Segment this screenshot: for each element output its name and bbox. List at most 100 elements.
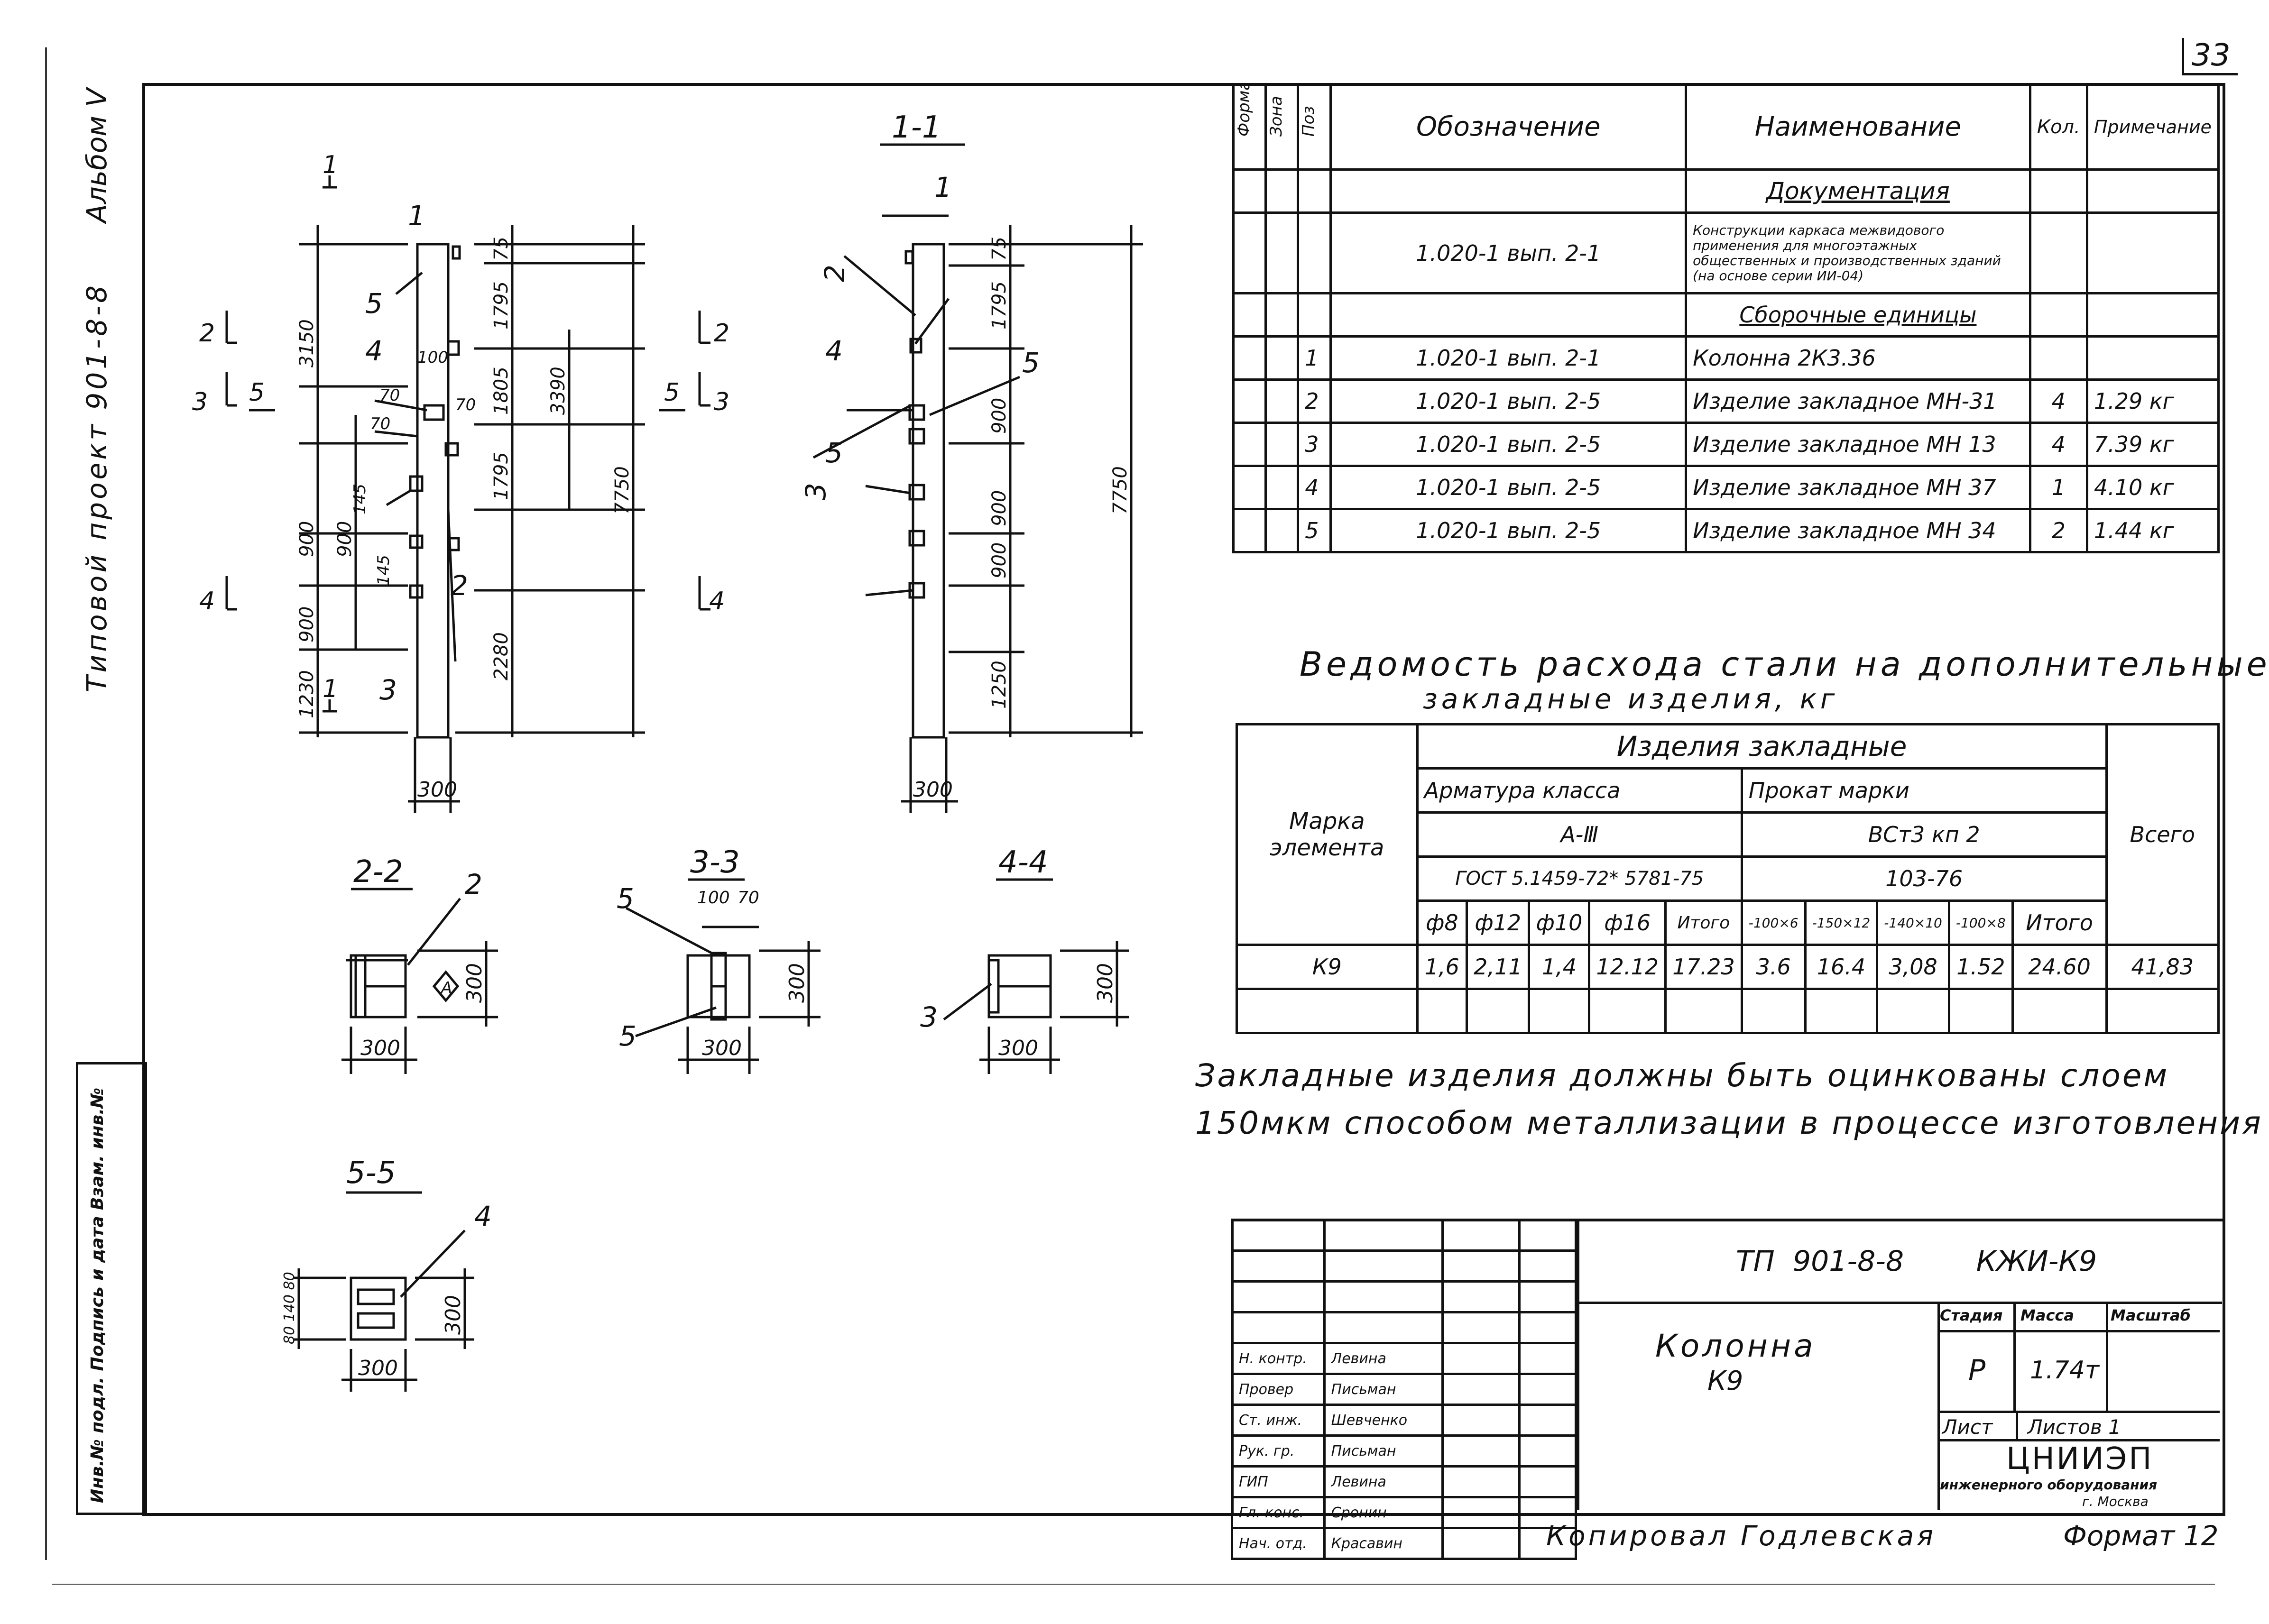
section-3-3-body xyxy=(686,954,751,1018)
cut-label: 2 xyxy=(199,319,215,348)
dim-text: 75 xyxy=(490,237,512,261)
section-assembly-units: Сборочные единицы xyxy=(1685,292,2031,338)
dim-text: 7750 xyxy=(611,466,633,514)
dim-text: 900 xyxy=(334,521,356,557)
stamp-title-cell xyxy=(1577,1302,1940,1510)
dim-text: 3150 xyxy=(296,319,318,367)
callout: 3 xyxy=(800,483,832,500)
side-stamp: Инв.№ подл. Подпись и дата Взам. инв.№ xyxy=(88,1087,107,1503)
section-5-5-body xyxy=(350,1276,407,1341)
stamp-code-cell xyxy=(1577,1219,2222,1304)
cut-label: 3 xyxy=(192,388,208,416)
steel-consumption-table: Марка элемента Изделия закладные Всего А… xyxy=(1236,723,2220,1034)
stamp-subtitle: К9 xyxy=(1707,1366,1743,1396)
table-row: 4 1.020-1 вып. 2-5 Изделие закладное МН … xyxy=(1232,465,2220,510)
page-number: 33 xyxy=(2182,38,2238,75)
header-qty: Кол. xyxy=(2029,83,2088,171)
dim-text: 2280 xyxy=(490,632,512,680)
header-rolled-gost: 103-76 xyxy=(1740,855,2108,902)
header-zone: Зона xyxy=(1264,83,1300,171)
dim-text: 145 xyxy=(350,484,369,514)
callout: 1 xyxy=(934,171,952,203)
dim-text: 300 xyxy=(358,1356,398,1380)
weld-mark: A xyxy=(440,979,452,998)
callout: 5 xyxy=(1022,347,1040,379)
cut-label: 5 xyxy=(249,378,265,407)
side-album: Альбом Ⅴ xyxy=(81,88,113,223)
header-pos: Поз xyxy=(1297,83,1332,171)
dim-text: 70 xyxy=(379,386,400,405)
dim-text: 1795 xyxy=(490,452,512,500)
subheader: -140×10 xyxy=(1876,899,1950,946)
dim-text: 300 xyxy=(360,1036,400,1060)
column-section-1-1 xyxy=(912,243,945,739)
doc-designation: 1.020-1 вып. 2-1 xyxy=(1329,211,1688,294)
callout: 2 xyxy=(819,265,851,282)
cut-label: 4 xyxy=(709,587,725,615)
note-line-2: 150мкм способом металлизации в процессе … xyxy=(1195,1105,2263,1141)
specification-table: Формат Зона Поз Обозначение Наименование… xyxy=(1232,83,2220,553)
cut-label: 2 xyxy=(714,319,729,348)
subheader: ф8 xyxy=(1416,899,1468,946)
header-mark: Марка элемента xyxy=(1236,723,1419,946)
subheader: Итого xyxy=(1664,899,1743,946)
note-line-1: Закладные изделия должны быть оцинкованы… xyxy=(1195,1057,2169,1094)
subheader: -100×8 xyxy=(1947,899,2014,946)
stamp-h-scale: Масштаб xyxy=(2111,1306,2191,1324)
dim-text: 900 xyxy=(988,398,1010,434)
dim-text: 300 xyxy=(1093,963,1117,1003)
cut-label: 4 xyxy=(199,587,215,615)
header-rebar-gost: ГОСТ 5.1459-72* 5781-75 xyxy=(1416,855,1743,902)
callout: 4 xyxy=(825,335,843,367)
table-row: К9 1,6 2,11 1,4 12.12 17.23 3.6 16.4 3,0… xyxy=(1236,944,2220,990)
callout: 4 xyxy=(365,335,383,367)
callout: 3 xyxy=(920,1001,938,1033)
dim-text: 75 xyxy=(988,237,1010,261)
callout: 5 xyxy=(365,287,383,320)
dim-text: 145 xyxy=(374,555,393,586)
header-total: Всего xyxy=(2105,723,2220,946)
callout: 4 xyxy=(474,1200,492,1232)
dim-text: 900 xyxy=(988,542,1010,578)
header-name: Наименование xyxy=(1685,83,2031,171)
section-documentation: Документация xyxy=(1685,168,2031,214)
side-project: Типовой проект 901-8-8 xyxy=(81,283,113,692)
outer-left-line xyxy=(45,47,47,1560)
cut-label: 3 xyxy=(714,388,729,416)
stamp-org: ЦНИИЭП xyxy=(2006,1441,2154,1477)
subheader: ф10 xyxy=(1528,899,1591,946)
header-note: Примечание xyxy=(2085,83,2220,171)
dim-text: 900 xyxy=(296,521,318,557)
view-title-1-1: 1-1 xyxy=(892,110,941,145)
dim-text: 100 xyxy=(697,888,730,908)
header-rebar-class: А-Ⅲ xyxy=(1416,811,1743,858)
callout: 2 xyxy=(465,868,482,900)
stamp-sheet: Лист xyxy=(1942,1415,1993,1439)
callout: 1 xyxy=(408,200,425,232)
dim-text: 100 xyxy=(417,348,448,367)
subheader: -100×6 xyxy=(1740,899,1807,946)
header-designation: Обозначение xyxy=(1329,83,1688,171)
steel-table-title-1: Ведомость расхода стали на дополнительны… xyxy=(1300,645,2269,684)
doc-name: Конструкции каркаса межвидового применен… xyxy=(1685,211,2031,294)
cut-label: 5 xyxy=(664,378,680,407)
header-rebar: Арматура класса xyxy=(1416,767,1743,814)
cut-label: 1 xyxy=(323,151,338,179)
table-row: 5 1.020-1 вып. 2-5 Изделие закладное МН … xyxy=(1232,508,2220,553)
view-title-5-5: 5-5 xyxy=(346,1156,396,1191)
dim-text: 300 xyxy=(417,778,457,802)
view-title-3-3: 3-3 xyxy=(690,845,740,880)
dim-text: 70 xyxy=(455,395,476,414)
dim-text: 1795 xyxy=(988,281,1010,330)
copied-by: Копировал Годлевская xyxy=(1546,1520,1937,1552)
dim-text: 70 xyxy=(370,414,390,433)
callout: 5 xyxy=(619,1020,636,1052)
callout: 2 xyxy=(451,569,468,602)
view-title-4-4: 4-4 xyxy=(998,845,1048,880)
stamp-title: Колонна xyxy=(1655,1328,1816,1364)
stamp-org-sub: инженерного оборудования xyxy=(1940,1477,2158,1493)
dim-text: 1250 xyxy=(988,661,1010,709)
callout: 5 xyxy=(617,882,634,915)
dim-text: 80 140 80 xyxy=(281,1272,298,1344)
header-embedded: Изделия закладные xyxy=(1416,723,2108,770)
